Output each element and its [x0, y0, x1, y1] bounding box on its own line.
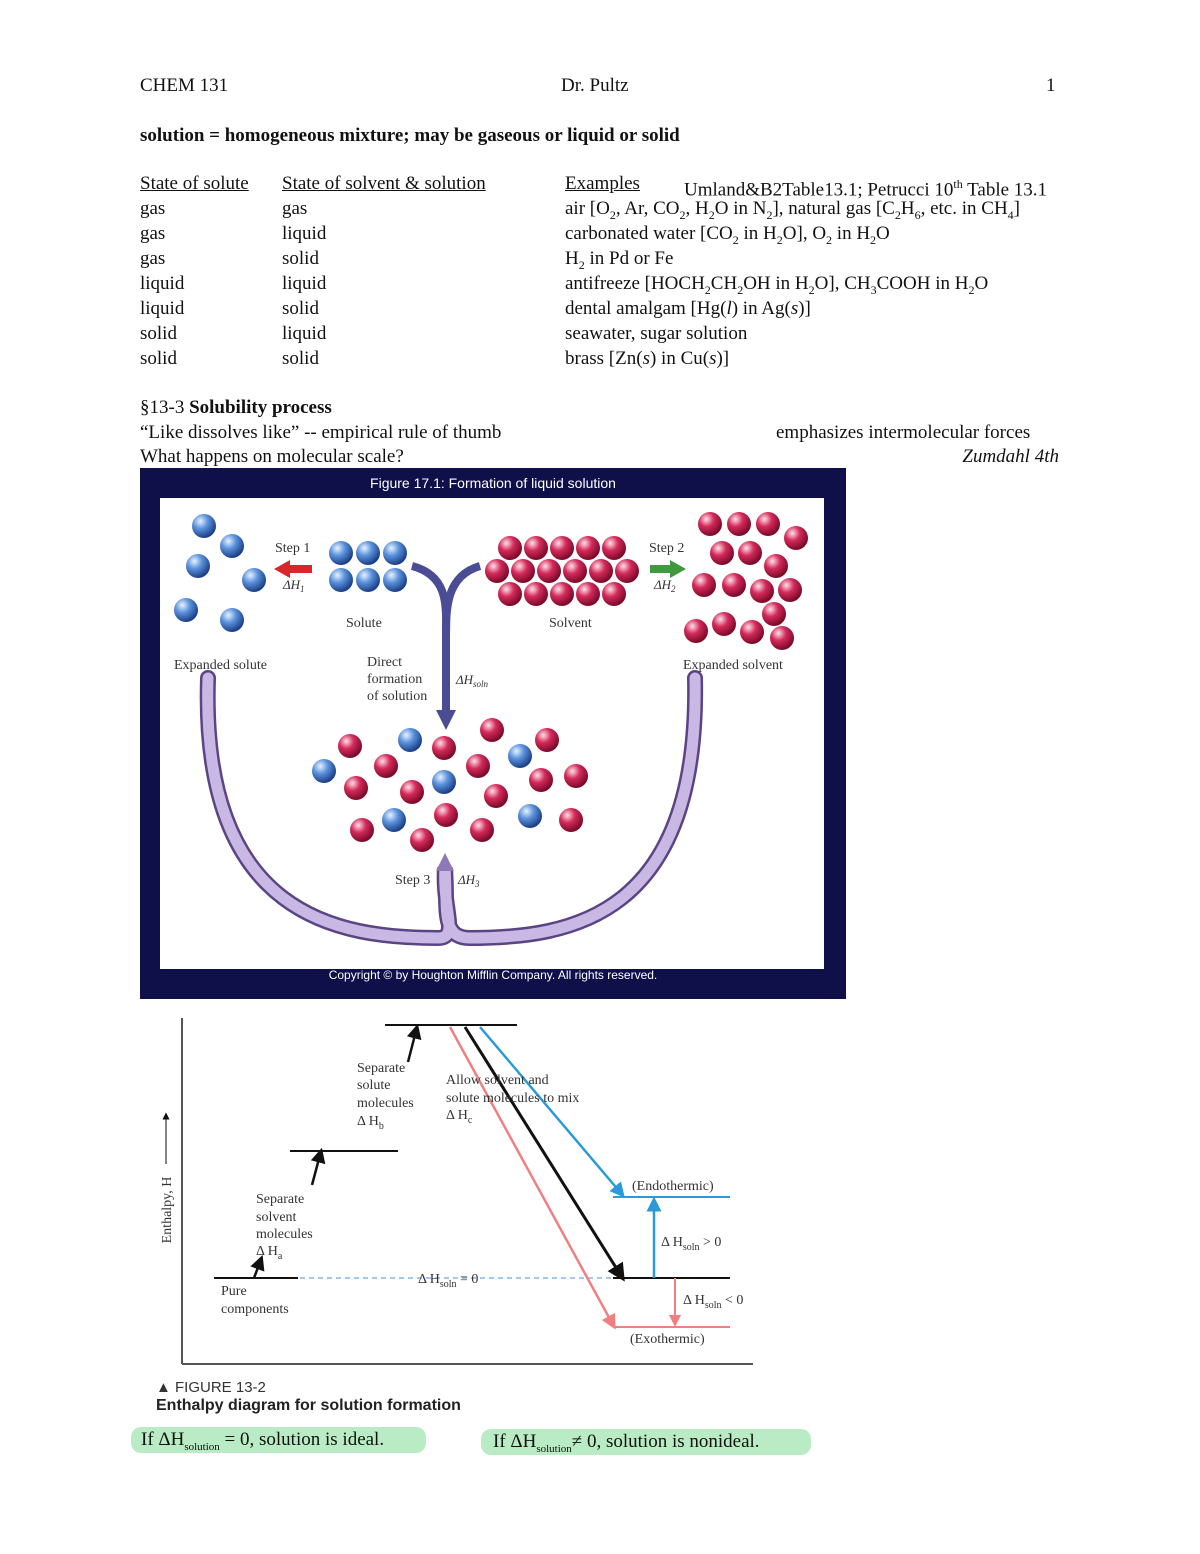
expanded-solute-label: Expanded solute — [174, 658, 267, 673]
figure-caption-number: ▲ FIGURE 13-2 — [156, 1379, 266, 1396]
dh-zero-label: Δ Hsoln = 0 — [418, 1272, 478, 1290]
endothermic-label: (Endothermic) — [632, 1179, 714, 1194]
example-text: seawater, sugar solution — [565, 323, 748, 344]
figure-title: Figure 17.1: Formation of liquid solutio… — [370, 475, 616, 491]
header-solute: State of solute — [140, 173, 249, 194]
endothermic-arrow-icon — [479, 1026, 625, 1198]
svg-text:Δ Hb: Δ Hb — [357, 1114, 384, 1132]
direct-label-1: Direct — [367, 655, 402, 670]
solution-molecules — [312, 718, 588, 852]
svg-text:Δ Ha: Δ Ha — [256, 1244, 283, 1262]
direct-label-3: of solution — [367, 689, 427, 704]
example-text: dental amalgam [Hg(l) in Ag(s)] — [565, 298, 811, 319]
separate-solvent-label: Separate — [256, 1192, 304, 1207]
step-b-top-arrow-icon — [406, 1023, 422, 1063]
like-dissolves-like: “Like dissolves like” -- empirical rule … — [140, 422, 502, 443]
dh-negative-label: Δ Hsoln < 0 — [683, 1293, 743, 1311]
solvent-molecules — [485, 536, 639, 606]
solute-molecules — [329, 541, 407, 592]
direct-arrow-right — [442, 562, 482, 639]
svg-text:molecules: molecules — [357, 1096, 414, 1111]
molecular-scale-question: What happens on molecular scale? — [140, 446, 404, 467]
exothermic-label: (Exothermic) — [630, 1332, 705, 1347]
pure-components-label: Pure — [221, 1284, 247, 1299]
solution-definition: solution = homogeneous mixture; may be g… — [140, 125, 680, 146]
expanded-solute-molecules — [174, 514, 266, 632]
svg-text:solvent: solvent — [256, 1210, 297, 1225]
step3-arrowhead-icon — [436, 853, 454, 871]
svg-text:Δ Hc: Δ Hc — [446, 1108, 473, 1126]
dhsoln-label: ΔHsoln — [455, 672, 489, 689]
step2-label: Step 2 — [649, 541, 684, 556]
solution-formation-figure: Figure 17.1: Formation of liquid solutio… — [140, 468, 846, 999]
instructor-name: Dr. Pultz — [561, 75, 629, 96]
dh3-label: ΔH3 — [457, 872, 480, 889]
svg-text:molecules: molecules — [256, 1227, 313, 1242]
table-reference: Umland&B2Table13.1; Petrucci 10th Table … — [684, 177, 1048, 201]
ideal-solution-note: If ΔHsolution = 0, solution is ideal. — [131, 1427, 426, 1453]
step3-label: Step 3 — [395, 873, 430, 888]
figure-copyright: Copyright © by Houghton Mifflin Company.… — [329, 968, 658, 982]
source-citation: Zumdahl 4th — [962, 446, 1059, 467]
header-solvent: State of solvent & solution — [282, 173, 486, 194]
dh2-label: ΔH2 — [653, 577, 676, 594]
header-examples: Examples — [565, 173, 640, 194]
example-text: H2 in Pd or Fe — [565, 248, 674, 272]
separate-solute-label: Separate — [357, 1061, 405, 1076]
example-text: antifreeze [HOCH2CH2OH in H2O], CH3COOH … — [565, 273, 989, 297]
exothermic-arrow-icon — [448, 1026, 616, 1330]
section-heading: §13-3 Solubility process — [140, 397, 332, 418]
step2-arrow-icon — [650, 560, 686, 578]
example-text: carbonated water [CO2 in H2O], O2 in H2O — [565, 223, 890, 247]
example-text: air [O2, Ar, CO2, H2O in N2], natural ga… — [565, 198, 1020, 222]
step-a-arrow-icon — [250, 1254, 265, 1279]
expanded-solvent-label: Expanded solvent — [683, 658, 783, 673]
enthalpy-diagram: Enthalpy, H Separate solute molecules Δ … — [156, 1018, 753, 1414]
nonideal-solution-note: If ΔHsolution≠ 0, solution is nonideal. — [481, 1429, 811, 1455]
course-code: CHEM 131 — [140, 75, 229, 96]
step-b-arrow-icon — [310, 1147, 326, 1186]
dh-positive-label: Δ Hsoln > 0 — [661, 1235, 721, 1253]
figure-caption-title: Enthalpy diagram for solution formation — [156, 1397, 461, 1414]
step1-arrow-icon — [274, 560, 312, 578]
direct-label-2: formation — [367, 672, 422, 687]
y-axis-label: Enthalpy, H — [160, 1177, 175, 1244]
expanded-solvent-molecules — [684, 512, 808, 650]
page-number: 1 — [1046, 75, 1056, 96]
dh1-label: ΔH1 — [282, 577, 305, 594]
step1-label: Step 1 — [275, 541, 310, 556]
emphasizes-note: emphasizes intermolecular forces — [776, 422, 1031, 443]
allow-mix-label: Allow solvent and — [446, 1073, 549, 1088]
direct-arrowhead-icon — [436, 710, 456, 730]
example-text: brass [Zn(s) in Cu(s)] — [565, 348, 730, 369]
svg-text:components: components — [221, 1302, 289, 1317]
svg-text:solute: solute — [357, 1078, 390, 1093]
solute-label: Solute — [346, 616, 382, 631]
svg-text:solute molecules to mix: solute molecules to mix — [446, 1091, 579, 1106]
solvent-label: Solvent — [549, 616, 592, 631]
ideal-arrow-icon — [463, 1026, 625, 1282]
